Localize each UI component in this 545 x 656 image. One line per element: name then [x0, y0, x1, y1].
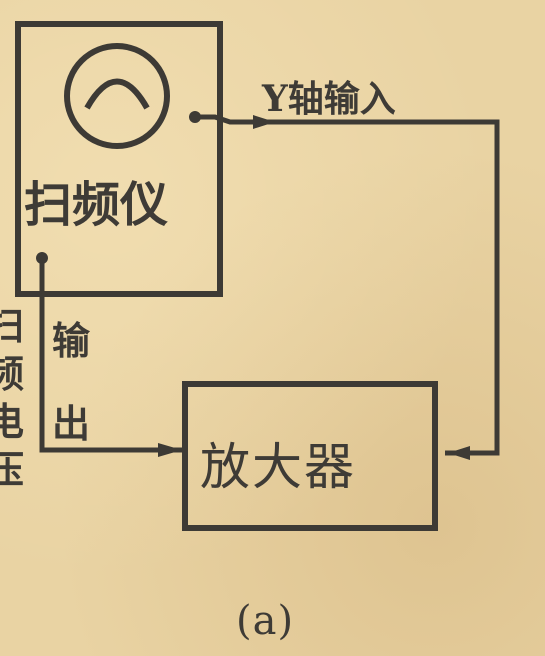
- amplifier-box: [182, 381, 438, 531]
- y-axis-input-label: Y轴输入: [262, 78, 396, 120]
- output-label-line1: 输: [52, 318, 92, 363]
- amplifier-label: 放大器: [200, 438, 356, 496]
- return-arrow: [448, 446, 470, 460]
- sweeper-label: 扫频仪: [24, 177, 169, 233]
- figure-caption: (a): [236, 598, 295, 644]
- sweep-curve-icon: [64, 43, 170, 149]
- output-label-line2: 出: [52, 401, 92, 446]
- y-axis-wire: [195, 114, 500, 456]
- sweep-voltage-label: 扫频电压: [0, 303, 25, 492]
- amp-input-arrow: [158, 443, 182, 457]
- sweep-wire: [39, 258, 182, 453]
- sweeper-box: [15, 21, 223, 297]
- y-axis-arrow: [253, 115, 275, 129]
